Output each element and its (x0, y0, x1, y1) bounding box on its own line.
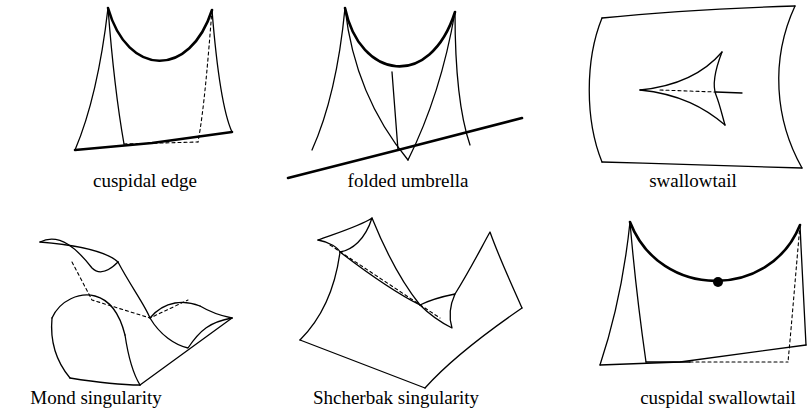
cuspidal-edge-figure (75, 8, 232, 150)
sheet-edge (312, 8, 345, 150)
sheet-edge (140, 318, 232, 385)
mond-singularity-figure (40, 239, 232, 385)
sheet-edge (345, 8, 408, 160)
sheet-edge (300, 252, 340, 340)
hidden-edge (124, 142, 198, 144)
sheet-edge (212, 10, 232, 132)
self-intersection (716, 92, 742, 93)
sheet-edge (300, 340, 425, 388)
cusp-edge (40, 239, 118, 272)
folded-umbrella-figure (288, 8, 522, 178)
sheet-edge (75, 8, 108, 150)
sheet-edge (630, 222, 646, 362)
sheet-edge (52, 295, 125, 335)
cusp-edge (318, 240, 340, 252)
sheet-edge (425, 308, 522, 388)
sheet-edge (52, 318, 70, 378)
self-intersection (330, 245, 440, 318)
sheet-edge (455, 232, 522, 308)
self-intersection (660, 90, 716, 92)
shcherbak-singularity-figure (300, 218, 522, 388)
figure-caption: folded umbrella (348, 170, 469, 193)
sheet-edge (779, 6, 802, 168)
sheet-edge (118, 262, 200, 318)
sheet-edge (589, 18, 602, 162)
cusp-edge (40, 242, 118, 262)
cuspidal-curve (108, 8, 212, 61)
hidden-edge (788, 225, 800, 362)
figure-caption: Mond singularity (30, 387, 161, 410)
figure-caption: cuspidal edge (93, 170, 197, 193)
hidden-edge (72, 262, 188, 318)
sheet-edge (602, 6, 795, 18)
sheet-edge (800, 225, 806, 345)
cusp-edge (714, 52, 725, 125)
sheet-edge (600, 222, 630, 365)
sheet-edge (108, 8, 124, 144)
sheet-edge (125, 335, 140, 385)
bottom-edge (600, 345, 806, 365)
fold-line (392, 72, 398, 150)
cuspidal-curve (345, 8, 455, 66)
figure-caption: cuspidal swallowtail (640, 387, 796, 410)
cusp-edge (318, 218, 372, 252)
cuspidal-swallowtail-figure (600, 222, 806, 365)
sheet-edge (70, 378, 140, 385)
hidden-edge (690, 361, 788, 362)
figure-caption: swallowtail (649, 170, 737, 193)
sheet-edge (200, 306, 232, 318)
cusp-edge (640, 90, 725, 125)
figure-caption: Shcherbak singularity (313, 387, 479, 410)
cuspidal-curve (630, 222, 800, 281)
swallowtail-edge (420, 294, 455, 328)
sheet-edge (455, 12, 470, 145)
hidden-edge (198, 10, 212, 142)
swallowtail-figure (589, 6, 802, 168)
cusp-edge (640, 52, 722, 90)
bottom-edge (75, 132, 232, 150)
double-point-line (288, 118, 522, 178)
bottom-edge (646, 361, 690, 362)
sheet-edge (602, 162, 802, 168)
swallowtail-point (713, 277, 723, 287)
cusp-edge (150, 318, 232, 348)
